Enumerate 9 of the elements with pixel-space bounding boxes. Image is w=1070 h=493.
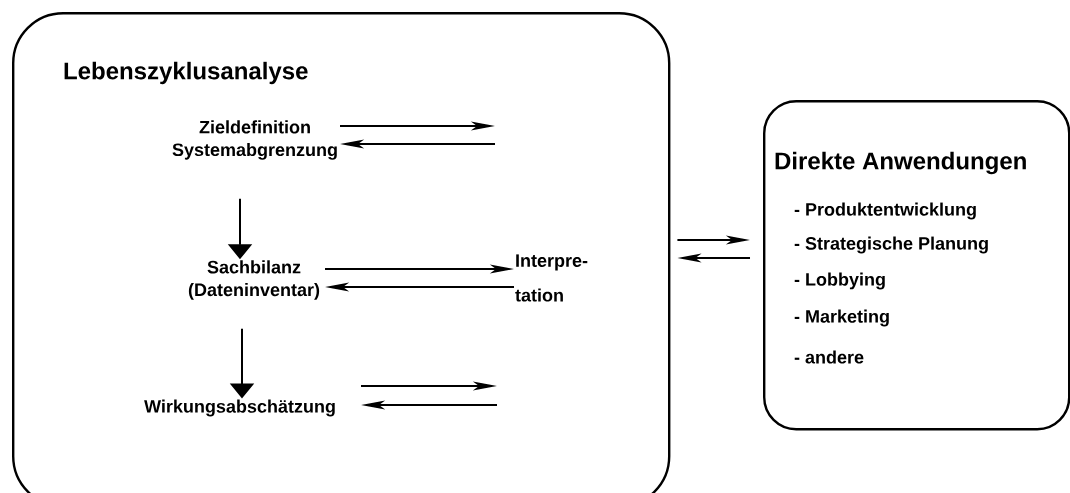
list-item: - Produktentwicklung — [794, 202, 976, 220]
step-label: Sachbilanz (Dateninventar) — [188, 260, 320, 300]
step-label: Zieldefinition Systemabgrenzung — [172, 120, 337, 160]
list-item: - Marketing — [794, 309, 889, 327]
list-item: - andere — [794, 350, 864, 364]
list-item: - Strategische Planung — [794, 236, 988, 254]
step-label: Wirkungsabschätzung — [144, 399, 335, 417]
list-item: - Lobbying — [794, 272, 885, 290]
step-label: Interpre- tation — [515, 254, 588, 302]
